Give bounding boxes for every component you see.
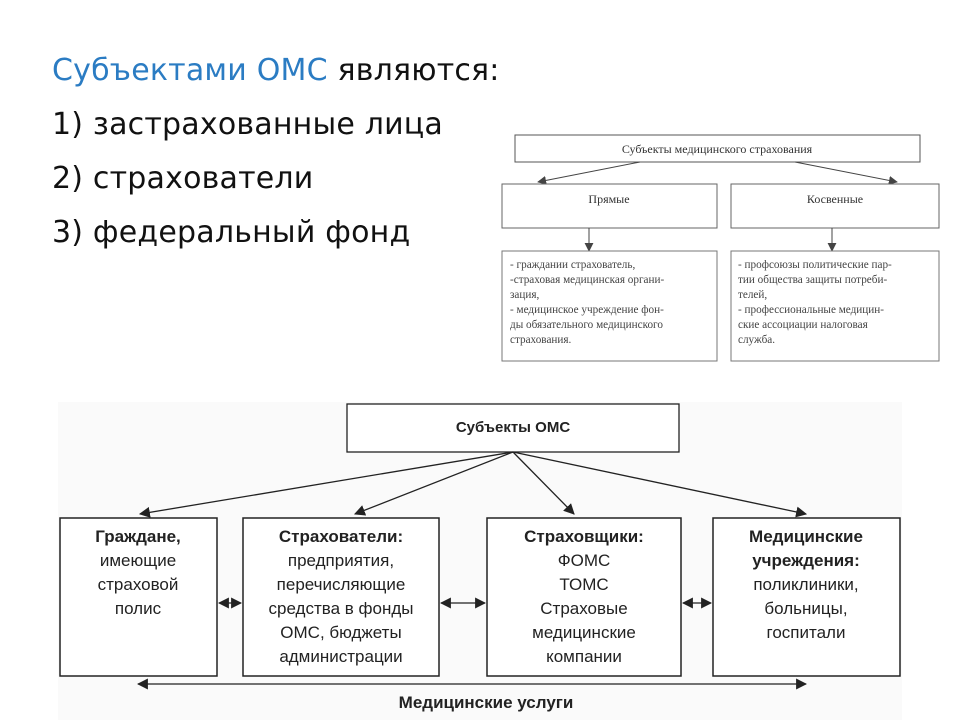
top-list-box-1: [501, 250, 718, 362]
bottom-footer-text: Медицинские услуги: [399, 693, 574, 712]
bottom-box-line: ТОМС: [559, 575, 608, 594]
bottom-box-line: полис: [115, 599, 162, 618]
bottom-arrow-4: [512, 451, 808, 518]
slide-item-3: 3) федеральный фонд: [52, 215, 411, 250]
bottom-box-line: госпитали: [767, 623, 846, 642]
bottom-box-line: перечисляющие: [277, 575, 406, 594]
bottom-box-line: Медицинские: [749, 527, 863, 546]
bottom-box-line: Страхователи:: [279, 527, 403, 546]
bottom-box-line: администрации: [279, 647, 402, 666]
top-arrow-indirect: [794, 161, 898, 185]
bottom-box-3: [486, 517, 682, 677]
top-branch-box-1: [501, 183, 718, 229]
top-list-box-2: [730, 250, 940, 362]
bottom-box-line: учреждения:: [752, 551, 860, 570]
top-list-line: -страховая медицинская органи-: [510, 274, 664, 286]
heading-accent: Субъектами ОМС: [52, 53, 328, 88]
bottom-box-line: компании: [546, 647, 622, 666]
top-list-line: - медицинское учреждение фон-: [510, 304, 664, 316]
bottom-box-1: [59, 517, 218, 677]
bottom-box-line: средства в фонды: [269, 599, 414, 618]
bottom-box-line: имеющие: [100, 551, 176, 570]
bottom-title-text: Субъекты ОМС: [456, 419, 571, 436]
top-arrow-direct: [537, 161, 641, 185]
top-list-line: - профсоюзы политические пар-: [738, 259, 892, 271]
top-list-line: телей,: [738, 289, 767, 301]
slide-text: Субъектами ОМС являются: 1) застрахованн…: [52, 44, 500, 260]
top-list-line: зация,: [510, 289, 540, 301]
top-list-line: служба.: [738, 334, 775, 346]
slide-item-1: 1) застрахованные лица: [52, 107, 444, 142]
top-list-line: - граждании страхователь,: [510, 259, 635, 271]
top-branch-box-2: [730, 183, 940, 229]
top-list-line: - профессиональные медицин-: [738, 304, 884, 316]
bottom-arrow-1: [138, 451, 514, 518]
bottom-diagram-frame: [58, 402, 902, 720]
bottom-box-line: поликлиники,: [753, 575, 858, 594]
bottom-box-line: Страховщики:: [524, 527, 644, 546]
top-list-line: тии общества защиты потреби-: [738, 274, 887, 286]
bottom-box-line: ФОМС: [558, 551, 611, 570]
top-list-line: ские ассоциации налоговая: [738, 319, 868, 331]
slide-item-2: 2) страхователи: [52, 161, 314, 196]
bottom-box-line: ОМС, бюджеты: [280, 623, 401, 642]
bottom-box-line: Граждане,: [95, 527, 181, 546]
top-branch-label-2: Косвенные: [807, 192, 863, 206]
bottom-box-line: Страховые: [540, 599, 627, 618]
bottom-arrow-3: [512, 451, 575, 515]
bottom-box-2: [242, 517, 440, 677]
slide-heading: Субъектами ОМС являются:: [52, 44, 500, 98]
top-list-line: ды обязательного медицинского: [510, 319, 663, 331]
top-title-text: Субъекты медицинского страхования: [622, 142, 813, 156]
bottom-arrow-2: [353, 451, 514, 516]
heading-rest: являются:: [327, 53, 500, 88]
bottom-box-line: страховой: [98, 575, 179, 594]
top-title-box: [514, 134, 921, 163]
bottom-box-line: больницы,: [764, 599, 847, 618]
top-branch-label-1: Прямые: [588, 192, 629, 206]
bottom-box-line: предприятия,: [288, 551, 394, 570]
bottom-box-4: [712, 517, 901, 677]
bottom-box-line: медицинские: [532, 623, 636, 642]
top-list-line: страхования.: [510, 334, 572, 346]
bottom-title-box: [346, 403, 680, 453]
